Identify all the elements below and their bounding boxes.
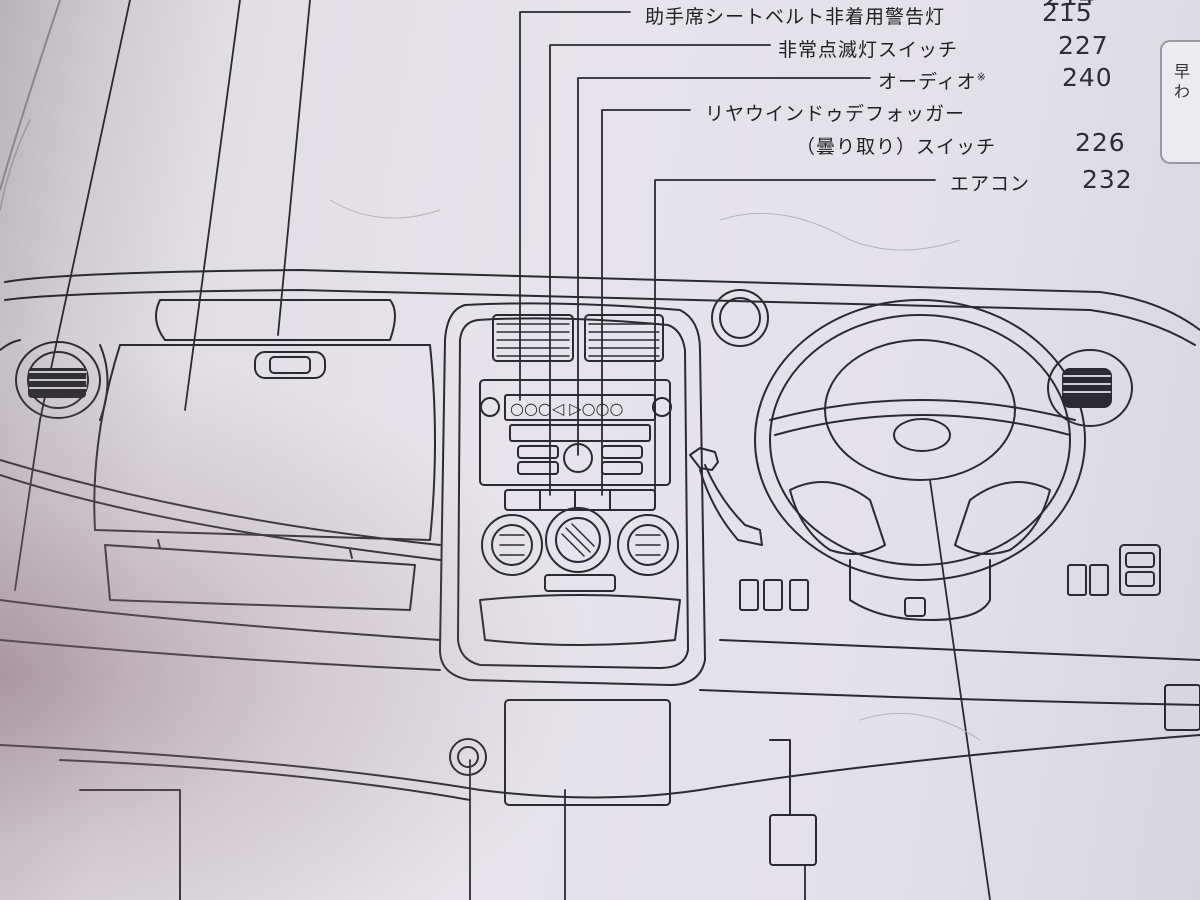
page-edge <box>0 0 61 191</box>
dash-lower <box>0 459 441 546</box>
dash-right-bottom <box>719 639 1200 661</box>
dash-right-bottom-2 <box>699 689 1200 706</box>
glovebox <box>93 299 436 611</box>
callout-label-defogger-switch: （曇り取り）スイッチ <box>796 136 997 158</box>
index-tab <box>1160 40 1200 164</box>
callout-page-seatbelt: 215 <box>1042 0 1093 27</box>
dash-mid <box>0 339 21 351</box>
callout-page-defogger: 226 <box>1075 128 1126 157</box>
dash-lower-2 <box>0 474 441 561</box>
index-tab-text: 早わ <box>1174 62 1191 101</box>
dash-bottom <box>0 599 441 641</box>
right-vent <box>1047 349 1133 427</box>
callout-label-seatbelt: 助手席シートベルト非着用警告灯 <box>645 6 946 28</box>
callout-page-aircon: 232 <box>1082 165 1133 194</box>
callout-label-aircon: エアコン <box>950 173 1031 195</box>
left-vent <box>15 341 109 421</box>
callout-page-audio: 240 <box>1062 63 1113 92</box>
center-panel: ○○○◁ ▷○○○ <box>439 302 706 686</box>
lower-items <box>79 699 817 900</box>
callout-label-defogger: リヤウインドゥデフォッガー <box>705 103 966 125</box>
callout-label-audio: オーディオ※ <box>878 70 987 93</box>
callout-page-hazard: 227 <box>1058 31 1109 60</box>
svg-text:○○○◁ ▷○○○: ○○○◁ ▷○○○ <box>510 399 624 418</box>
page-edge-2 <box>0 119 31 211</box>
dash-top-2 <box>4 289 1196 346</box>
hazard-ring <box>711 289 769 347</box>
callout-label-hazard: 非常点滅灯スイッチ <box>778 39 959 61</box>
steering-wheel <box>754 299 1086 621</box>
audio-note-mark: ※ <box>976 70 987 84</box>
shift-lever <box>689 447 763 546</box>
dash-bottom-2 <box>0 639 441 671</box>
